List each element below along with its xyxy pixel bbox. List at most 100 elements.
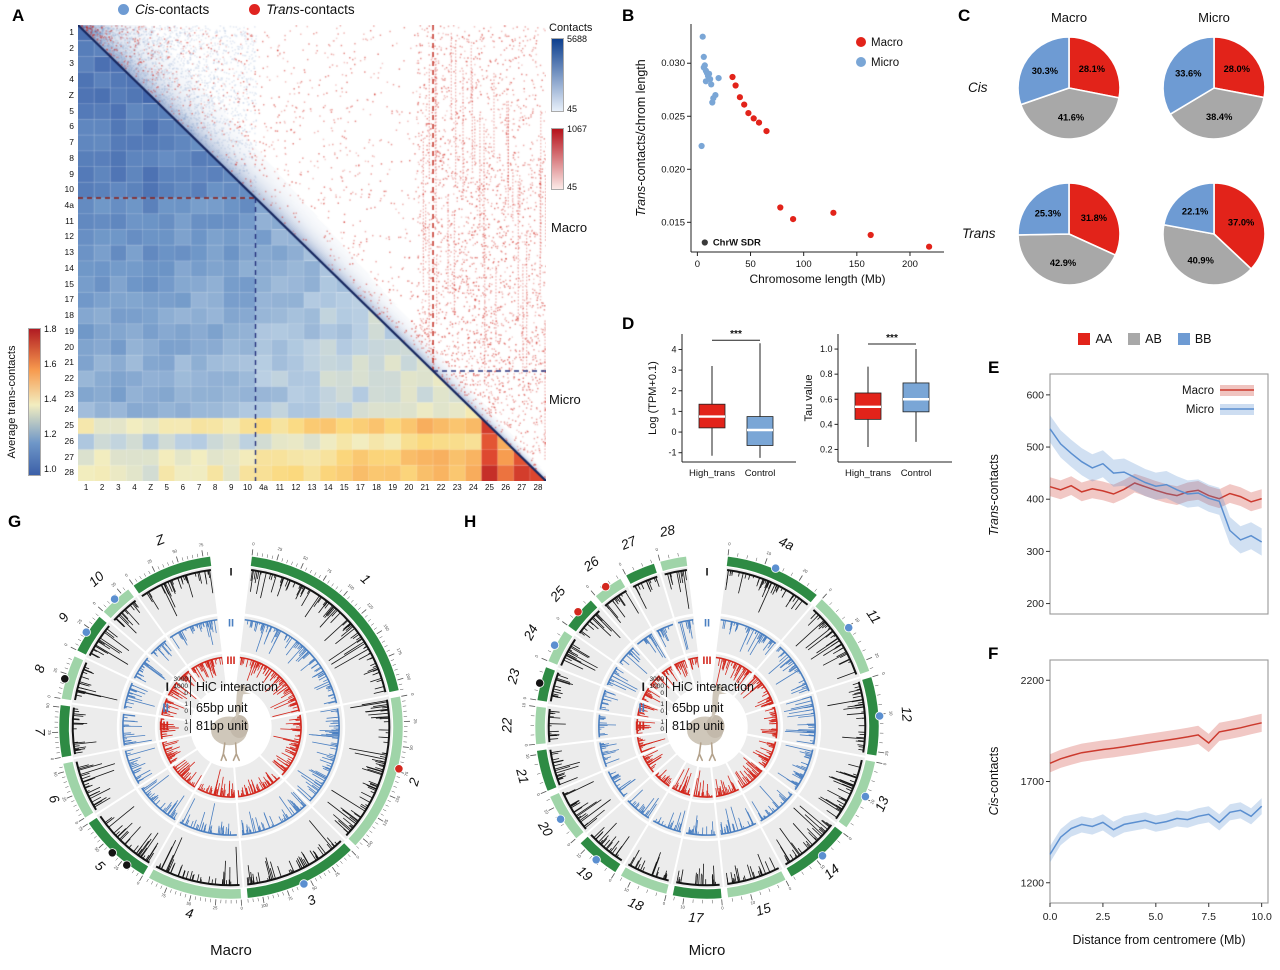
svg-text:10: 10	[576, 852, 583, 859]
emu-bird-illustration	[687, 684, 727, 762]
svg-text:0: 0	[721, 905, 724, 910]
svg-text:41.6%: 41.6%	[1058, 113, 1085, 123]
chromosome-label-7: 7	[33, 728, 48, 736]
col-label-11: 11	[275, 483, 284, 492]
scatter-series-ChrW-SDR	[701, 239, 708, 246]
svg-text:0: 0	[555, 615, 561, 620]
svg-text:10: 10	[869, 798, 876, 805]
svg-text:25: 25	[52, 667, 58, 674]
chromosome-label-13: 13	[872, 794, 892, 814]
row-label-21: 21	[64, 357, 74, 368]
svg-text:500: 500	[1026, 442, 1044, 454]
svg-text:***: ***	[730, 329, 742, 340]
col-label-18: 18	[372, 483, 382, 492]
centromere-marker-9	[81, 627, 91, 637]
band-Macro	[1050, 713, 1262, 773]
scatter-series-Macro	[729, 73, 933, 250]
col-label-5: 5	[164, 483, 169, 492]
svg-text:Micro: Micro	[871, 57, 899, 69]
centromere-marker-4a	[770, 563, 781, 573]
svg-text:150: 150	[365, 839, 374, 848]
svg-text:25: 25	[76, 618, 83, 625]
panel-h-letter: H	[464, 512, 477, 531]
svg-text:100: 100	[261, 902, 269, 908]
chromosome-label-18: 18	[626, 894, 646, 914]
row-label-15: 15	[64, 278, 74, 289]
avg-trans-tick-1.4: 1.4	[44, 394, 57, 404]
svg-text:1: 1	[671, 406, 676, 416]
row-label-12: 12	[64, 231, 74, 242]
row-label-27: 27	[64, 451, 74, 462]
svg-text:***: ***	[886, 333, 898, 344]
svg-text:40.9%: 40.9%	[1188, 255, 1215, 265]
svg-text:31.8%: 31.8%	[1081, 213, 1108, 223]
svg-text:0.0: 0.0	[1043, 911, 1058, 923]
chromosome-label-9: 9	[55, 610, 72, 625]
panel-f-letter: F	[988, 644, 999, 663]
svg-text:10: 10	[521, 702, 527, 708]
svg-text:0.025: 0.025	[661, 111, 685, 122]
svg-text:50: 50	[311, 884, 318, 891]
svg-text:0: 0	[410, 693, 415, 697]
svg-text:1700: 1700	[1021, 776, 1045, 788]
svg-text:0: 0	[50, 757, 55, 761]
col-label-20: 20	[404, 483, 414, 492]
pie-row-label-cis: Cis	[968, 80, 988, 95]
svg-text:10: 10	[888, 711, 893, 717]
col-label-27: 27	[517, 483, 527, 492]
centromere-marker-3	[299, 879, 309, 889]
cis-contacts-colorbar	[551, 38, 564, 112]
ring-label-I: I	[705, 567, 708, 579]
chromosome-label-12: 12	[899, 706, 915, 722]
circos-micro-title: Micro	[688, 942, 726, 959]
distance-xlabel: Distance from centromere (Mb)	[1073, 933, 1246, 947]
col-label-2: 2	[99, 483, 105, 492]
svg-text:0: 0	[848, 836, 854, 841]
svg-text:38.4%: 38.4%	[1206, 112, 1233, 122]
svg-text:0: 0	[788, 885, 793, 891]
col-label-21: 21	[420, 483, 430, 492]
svg-text:75: 75	[326, 567, 333, 574]
col-label-14: 14	[323, 483, 333, 492]
chromosome-label-6: 6	[46, 793, 63, 806]
svg-text:Micro: Micro	[1186, 404, 1214, 416]
chromosome-label-8: 8	[31, 663, 48, 675]
svg-text:5.0: 5.0	[1149, 911, 1164, 923]
col-label-26: 26	[501, 483, 511, 492]
chromosome-label-19: 19	[574, 863, 596, 884]
svg-text:10: 10	[750, 899, 756, 905]
centromere-marker-20	[556, 814, 566, 824]
svg-text:7.5: 7.5	[1201, 911, 1216, 923]
chromosome-label-22: 22	[499, 717, 514, 734]
row-label-26: 26	[64, 435, 74, 446]
chromosome-label-26: 26	[580, 553, 602, 575]
svg-text:0: 0	[92, 600, 98, 606]
chromosome-label-21: 21	[513, 766, 532, 785]
cis-dot-icon	[118, 4, 129, 15]
svg-text:Tau value: Tau value	[803, 374, 815, 421]
centromere-marker-11	[844, 623, 854, 633]
svg-text:1200: 1200	[1021, 877, 1045, 889]
svg-text:125: 125	[366, 602, 375, 611]
chromosome-label-17: 17	[688, 910, 704, 926]
svg-text:50: 50	[745, 259, 756, 270]
svg-text:25.3%: 25.3%	[1035, 208, 1062, 218]
col-label-7: 7	[196, 483, 202, 492]
avg-trans-tick-1.8: 1.8	[44, 324, 57, 334]
col-label-3: 3	[116, 483, 121, 492]
macro-region-label: Macro	[551, 220, 588, 235]
trans-legend-item: Trans-contacts	[249, 2, 355, 17]
col-label-8: 8	[212, 483, 218, 492]
svg-text:20: 20	[884, 750, 890, 756]
svg-text:0: 0	[881, 672, 887, 676]
row-label-28: 28	[64, 467, 74, 478]
svg-text:Log (TPM+0.1): Log (TPM+0.1)	[647, 361, 659, 435]
svg-text:10: 10	[623, 886, 630, 893]
svg-text:400: 400	[1026, 494, 1044, 506]
row-label-14: 14	[64, 262, 74, 273]
svg-text:-1: -1	[668, 448, 676, 458]
